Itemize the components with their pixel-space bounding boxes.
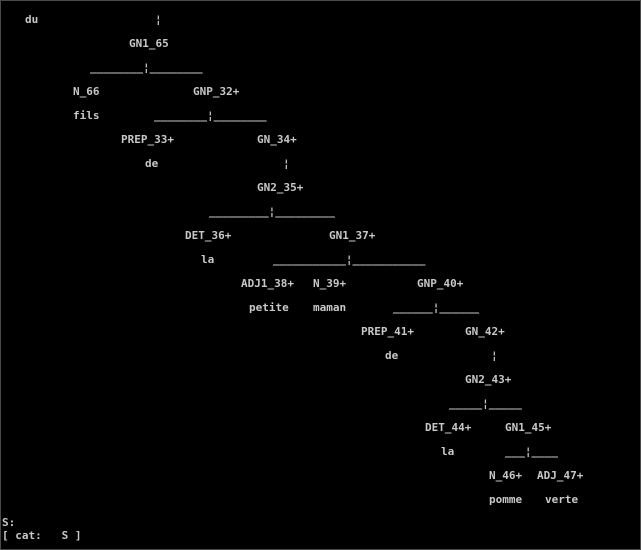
node-n-46: N_46+ bbox=[489, 469, 523, 482]
node-gn1-45: GN1_45+ bbox=[505, 421, 552, 434]
connector-gnp-32: ________¦________ bbox=[154, 109, 267, 122]
leaf-du: du bbox=[25, 13, 39, 26]
console-prompt-line: S: bbox=[2, 516, 16, 529]
leaf-de-2: de bbox=[385, 349, 399, 362]
connector-gn-34: ¦ bbox=[283, 157, 290, 170]
node-det-44: DET_44+ bbox=[425, 421, 472, 434]
node-gn-34: GN_34+ bbox=[257, 133, 297, 146]
node-gnp-40: GNP_40+ bbox=[417, 277, 464, 290]
leaf-de-1: de bbox=[145, 157, 159, 170]
leaf-maman: maman bbox=[313, 301, 347, 314]
connector-gn1-45: ___¦____ bbox=[505, 445, 558, 458]
node-gn-42: GN_42+ bbox=[465, 325, 505, 338]
node-gn1-65: GN1_65 bbox=[129, 37, 169, 50]
node-adj1-38: ADJ1_38+ bbox=[241, 277, 294, 290]
connector-gn2-35: _________¦_________ bbox=[209, 205, 335, 218]
connector-gn-42: ¦ bbox=[491, 349, 498, 362]
connector-du: ¦ bbox=[155, 13, 162, 26]
leaf-verte: verte bbox=[545, 493, 579, 506]
connector-gn1-65: ________¦________ bbox=[90, 61, 203, 74]
leaf-petite: petite bbox=[249, 301, 289, 314]
node-n-66: N_66 bbox=[73, 85, 100, 98]
node-gn2-43: GN2_43+ bbox=[465, 373, 512, 386]
connector-gn2-43: _____¦_____ bbox=[449, 397, 522, 410]
node-gn1-37: GN1_37+ bbox=[329, 229, 376, 242]
leaf-fils: fils bbox=[73, 109, 100, 122]
node-n-39: N_39+ bbox=[313, 277, 347, 290]
connector-gnp-40: ______¦______ bbox=[393, 301, 480, 314]
node-gnp-32: GNP_32+ bbox=[193, 85, 240, 98]
leaf-la-2: la bbox=[441, 445, 455, 458]
leaf-pomme: pomme bbox=[489, 493, 523, 506]
node-det-36: DET_36+ bbox=[185, 229, 232, 242]
node-prep-41: PREP_41+ bbox=[361, 325, 414, 338]
leaf-la-1: la bbox=[201, 253, 215, 266]
node-gn2-35: GN2_35+ bbox=[257, 181, 304, 194]
connector-gn1-37: ___________¦___________ bbox=[273, 253, 426, 266]
node-adj-47: ADJ_47+ bbox=[537, 469, 584, 482]
node-prep-33: PREP_33+ bbox=[121, 133, 174, 146]
console-category-line: [ cat: S ] bbox=[2, 529, 82, 542]
